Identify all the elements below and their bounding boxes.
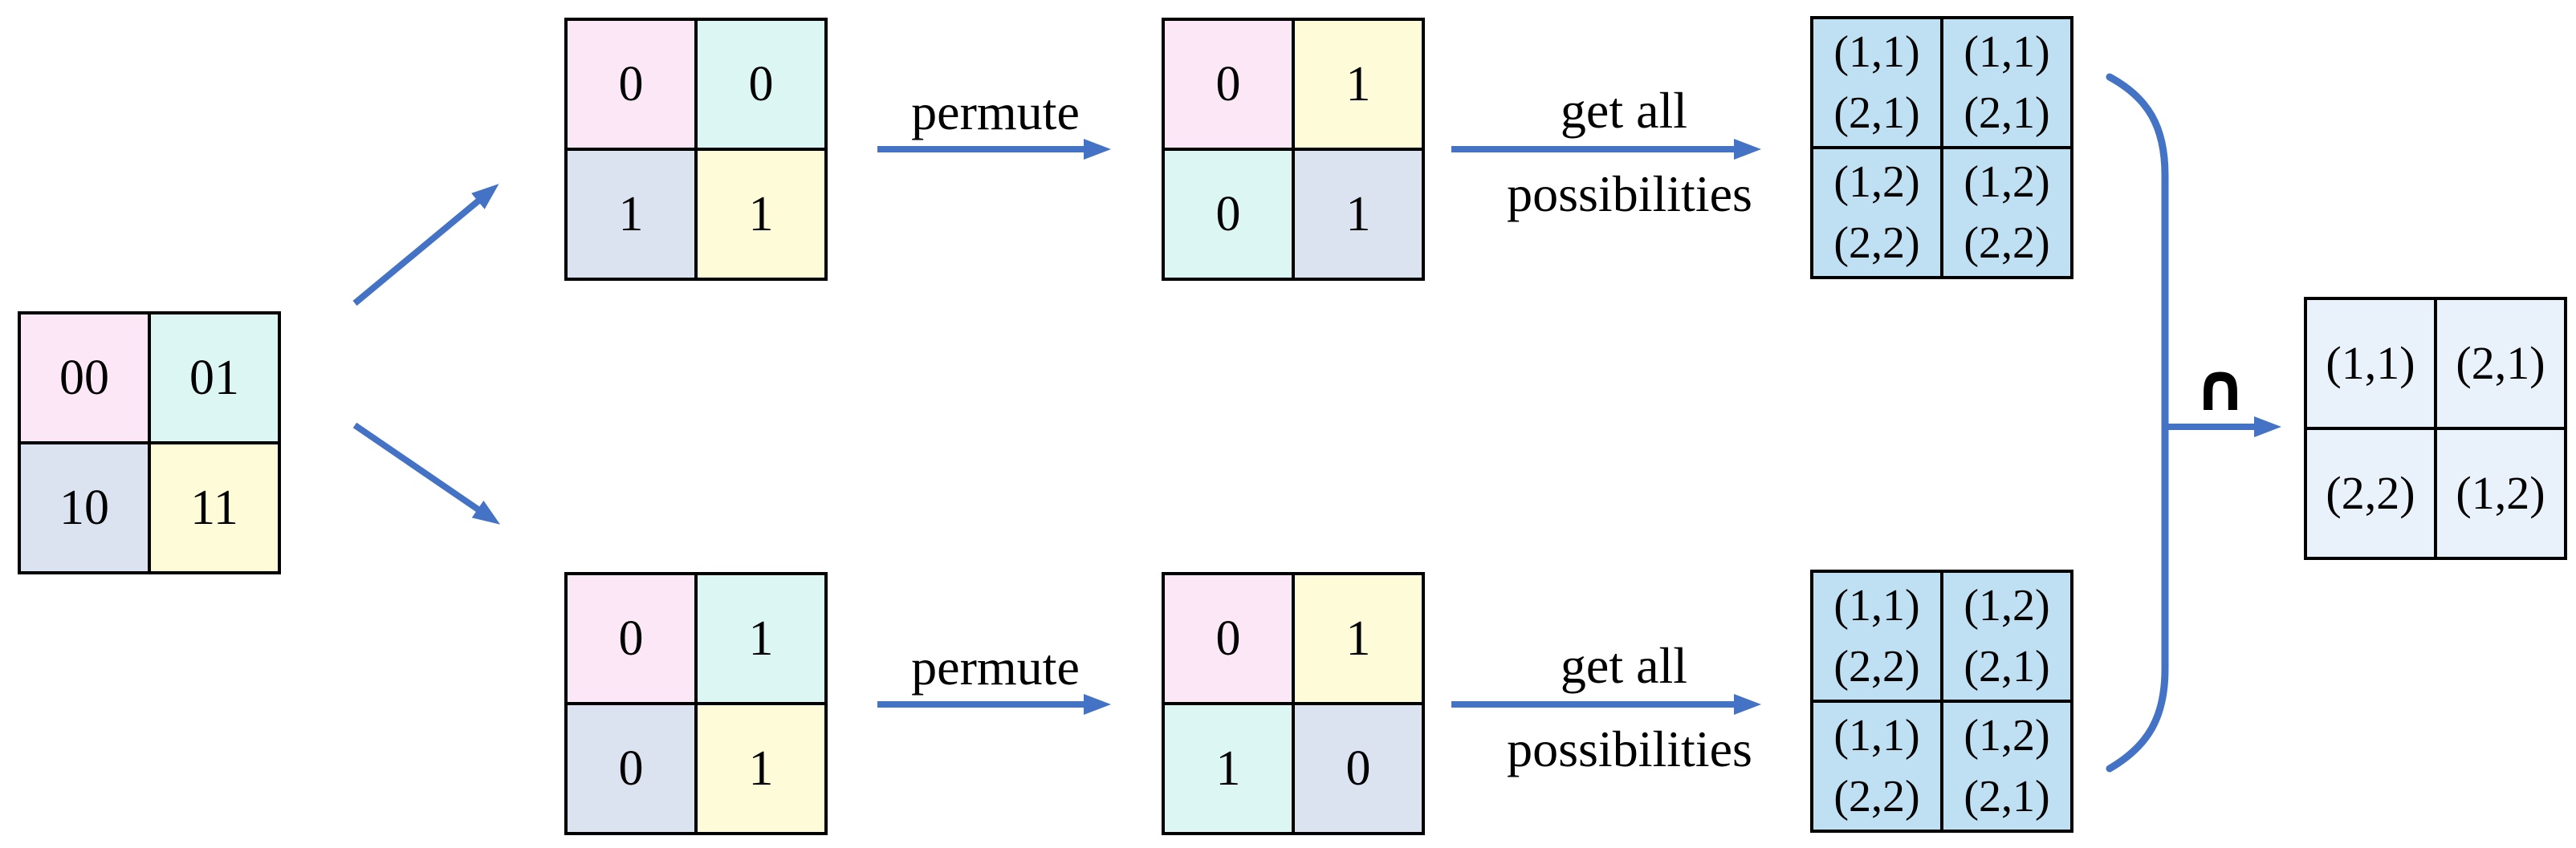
cell-value: 0: [748, 57, 774, 112]
cell-value: (1,1): [2326, 337, 2415, 389]
tuple-line: (1,2): [1964, 157, 2050, 207]
source-cell-01: 01: [151, 314, 278, 441]
branch2-input-grid: 0 1 0 1: [564, 572, 828, 835]
cell-value: 0: [1345, 741, 1371, 796]
source-cell-10: 10: [21, 444, 148, 571]
cell-value: 01: [189, 351, 239, 405]
branch1-permuted-grid: 0 1 0 1: [1162, 18, 1425, 281]
cell-value: 00: [59, 351, 109, 405]
cell-value: (1,2): [2456, 467, 2545, 519]
result-cell: (2,2): [2307, 430, 2434, 557]
cell-value: 1: [748, 611, 774, 666]
branch-arrow-top-icon: [352, 184, 499, 306]
possibility-cell: (1,1) (2,2): [1813, 573, 1940, 700]
grid-cell: 0: [1165, 21, 1292, 148]
grid-cell: 0: [568, 705, 694, 832]
tuple-line: (1,2): [1833, 157, 1920, 207]
grid-cell: 1: [698, 151, 824, 278]
cell-value: (2,2): [2326, 467, 2415, 519]
cell-value: 0: [618, 57, 644, 112]
tuple-line: (2,1): [1833, 88, 1920, 138]
result-cell: (2,1): [2437, 300, 2564, 427]
source-cell-00: 00: [21, 314, 148, 441]
grid-cell: 0: [1165, 575, 1292, 702]
grouping-brace-icon: [2106, 73, 2169, 773]
result-grid: (1,1) (2,1) (2,2) (1,2): [2304, 297, 2567, 560]
tuple-line: (2,2): [1964, 218, 2050, 268]
cell-value: 1: [1215, 741, 1241, 796]
cell-value: 1: [1345, 611, 1371, 666]
possibility-cell: (1,1) (2,1): [1813, 19, 1940, 146]
tuple-line: (1,2): [1964, 711, 2050, 761]
tuple-line: (1,1): [1833, 27, 1920, 77]
grid-cell: 1: [1295, 21, 1422, 148]
result-cell: (1,1): [2307, 300, 2434, 427]
grid-cell: 0: [698, 21, 824, 148]
branch1-input-grid: 0 0 1 1: [564, 18, 828, 281]
branch2-possibilities-grid: (1,1) (2,2) (1,2) (2,1) (1,1) (2,2) (1,2…: [1810, 570, 2073, 833]
grid-cell: 1: [1295, 151, 1422, 278]
grid-cell: 1: [568, 151, 694, 278]
cell-value: 11: [190, 481, 238, 535]
intersection-symbol: ∩: [2193, 350, 2248, 426]
tuple-line: (2,1): [1964, 642, 2050, 692]
source-cell-11: 11: [151, 444, 278, 571]
cell-value: 1: [748, 741, 774, 796]
tuple-line: (2,1): [1964, 88, 2050, 138]
cell-value: 10: [59, 481, 109, 535]
tuple-line: (1,2): [1964, 581, 2050, 631]
grid-cell: 1: [698, 575, 824, 702]
cell-value: 0: [618, 611, 644, 666]
cell-value: 1: [748, 187, 774, 241]
permute-label-bottom: permute: [911, 639, 1080, 696]
grid-cell: 0: [568, 575, 694, 702]
possibility-cell: (1,1) (2,1): [1943, 19, 2070, 146]
grid-cell: 0: [1165, 151, 1292, 278]
cell-value: 0: [1215, 57, 1241, 112]
cell-value: (2,1): [2456, 337, 2545, 389]
get-all-label-top: get all: [1560, 82, 1688, 139]
possibility-cell: (1,2) (2,2): [1943, 149, 2070, 276]
grid-cell: 1: [1295, 575, 1422, 702]
possibility-cell: (1,2) (2,2): [1813, 149, 1940, 276]
tuple-line: (2,2): [1833, 772, 1920, 822]
grid-cell: 1: [698, 705, 824, 832]
get-all-label-bottom: get all: [1560, 637, 1688, 694]
possibility-cell: (1,2) (2,1): [1943, 573, 2070, 700]
cell-value: 0: [1215, 611, 1241, 666]
cell-value: 1: [1345, 57, 1371, 112]
cell-value: 0: [618, 741, 644, 796]
possibilities-label-bottom: possibilities: [1507, 720, 1752, 777]
tuple-line: (1,1): [1964, 27, 2050, 77]
tuple-line: (2,2): [1833, 218, 1920, 268]
permute-label-top: permute: [911, 83, 1080, 140]
tuple-line: (1,1): [1833, 711, 1920, 761]
cell-value: 0: [1215, 187, 1241, 241]
tuple-line: (1,1): [1833, 581, 1920, 631]
cell-value: 1: [618, 187, 644, 241]
tuple-line: (2,1): [1964, 772, 2050, 822]
result-cell: (1,2): [2437, 430, 2564, 557]
source-grid: 00 01 10 11: [18, 311, 281, 574]
branch1-possibilities-grid: (1,1) (2,1) (1,1) (2,1) (1,2) (2,2) (1,2…: [1810, 16, 2073, 279]
possibility-cell: (1,1) (2,2): [1813, 703, 1940, 830]
cell-value: 1: [1345, 187, 1371, 241]
grid-cell: 0: [568, 21, 694, 148]
tuple-line: (2,2): [1833, 642, 1920, 692]
possibility-cell: (1,2) (2,1): [1943, 703, 2070, 830]
branch-arrow-bottom-icon: [352, 422, 501, 525]
grid-cell: 0: [1295, 705, 1422, 832]
branch2-permuted-grid: 0 1 1 0: [1162, 572, 1425, 835]
grid-cell: 1: [1165, 705, 1292, 832]
possibilities-label-top: possibilities: [1507, 165, 1752, 222]
